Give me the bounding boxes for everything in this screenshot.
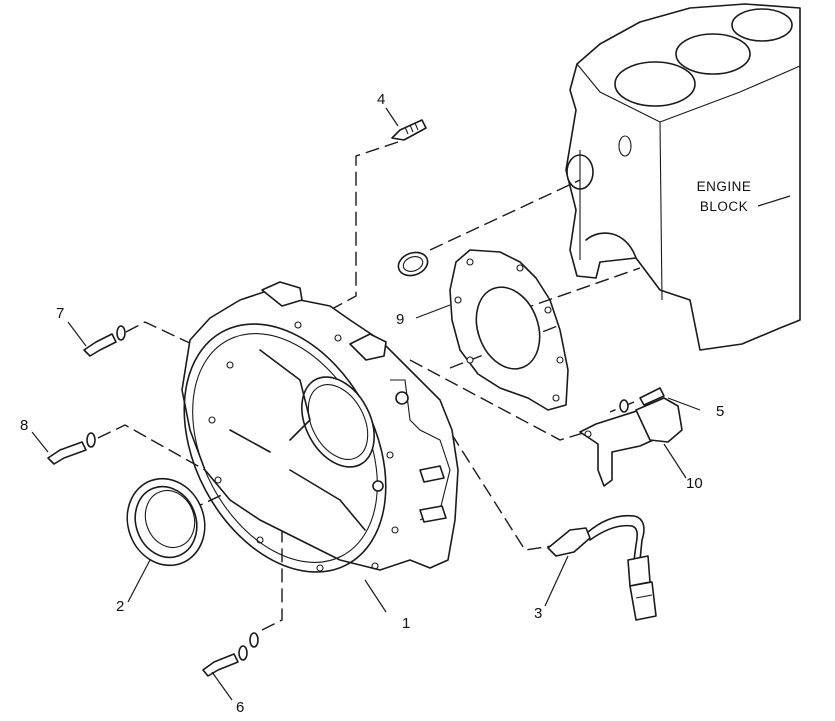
block-label-line2: BLOCK — [700, 199, 748, 214]
engine-block: ENGINE BLOCK — [565, 3, 801, 351]
bracket-sensor — [579, 397, 683, 487]
callout-3: 3 — [534, 605, 542, 622]
callout-9: 9 — [396, 311, 404, 328]
gasket — [449, 249, 569, 411]
oil-seal — [126, 477, 206, 567]
callout-5: 5 — [716, 403, 724, 420]
bolt-5 — [619, 387, 665, 413]
leader-lines — [31, 107, 701, 701]
bolt-6 — [202, 632, 259, 677]
callout-1: 1 — [402, 615, 410, 632]
speed-sensor — [547, 514, 657, 621]
bolt-8 — [47, 432, 96, 465]
bolt-7 — [83, 325, 126, 357]
callout-8: 8 — [20, 417, 28, 434]
block-label-line1: ENGINE — [697, 179, 752, 194]
stud-4 — [391, 119, 427, 141]
callout-4: 4 — [377, 91, 385, 108]
callout-labels: 1 2 3 4 5 6 7 8 9 10 — [20, 91, 724, 716]
flywheel-housing — [181, 281, 459, 573]
callout-6: 6 — [236, 699, 244, 716]
o-ring — [397, 251, 429, 277]
callout-7: 7 — [56, 305, 64, 322]
callout-10: 10 — [686, 475, 703, 492]
callout-2: 2 — [116, 598, 124, 615]
